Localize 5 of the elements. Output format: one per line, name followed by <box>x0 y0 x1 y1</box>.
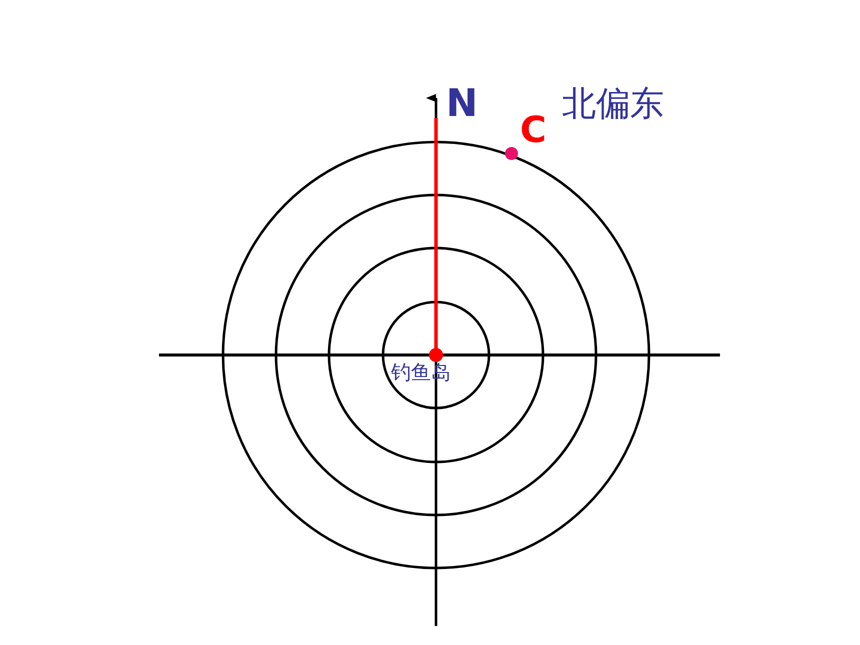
north-label: N <box>446 84 478 122</box>
point-label: C <box>520 113 546 149</box>
center-point <box>429 348 443 362</box>
direction-label: 北偏东 <box>562 87 664 121</box>
point-marker <box>504 146 518 160</box>
